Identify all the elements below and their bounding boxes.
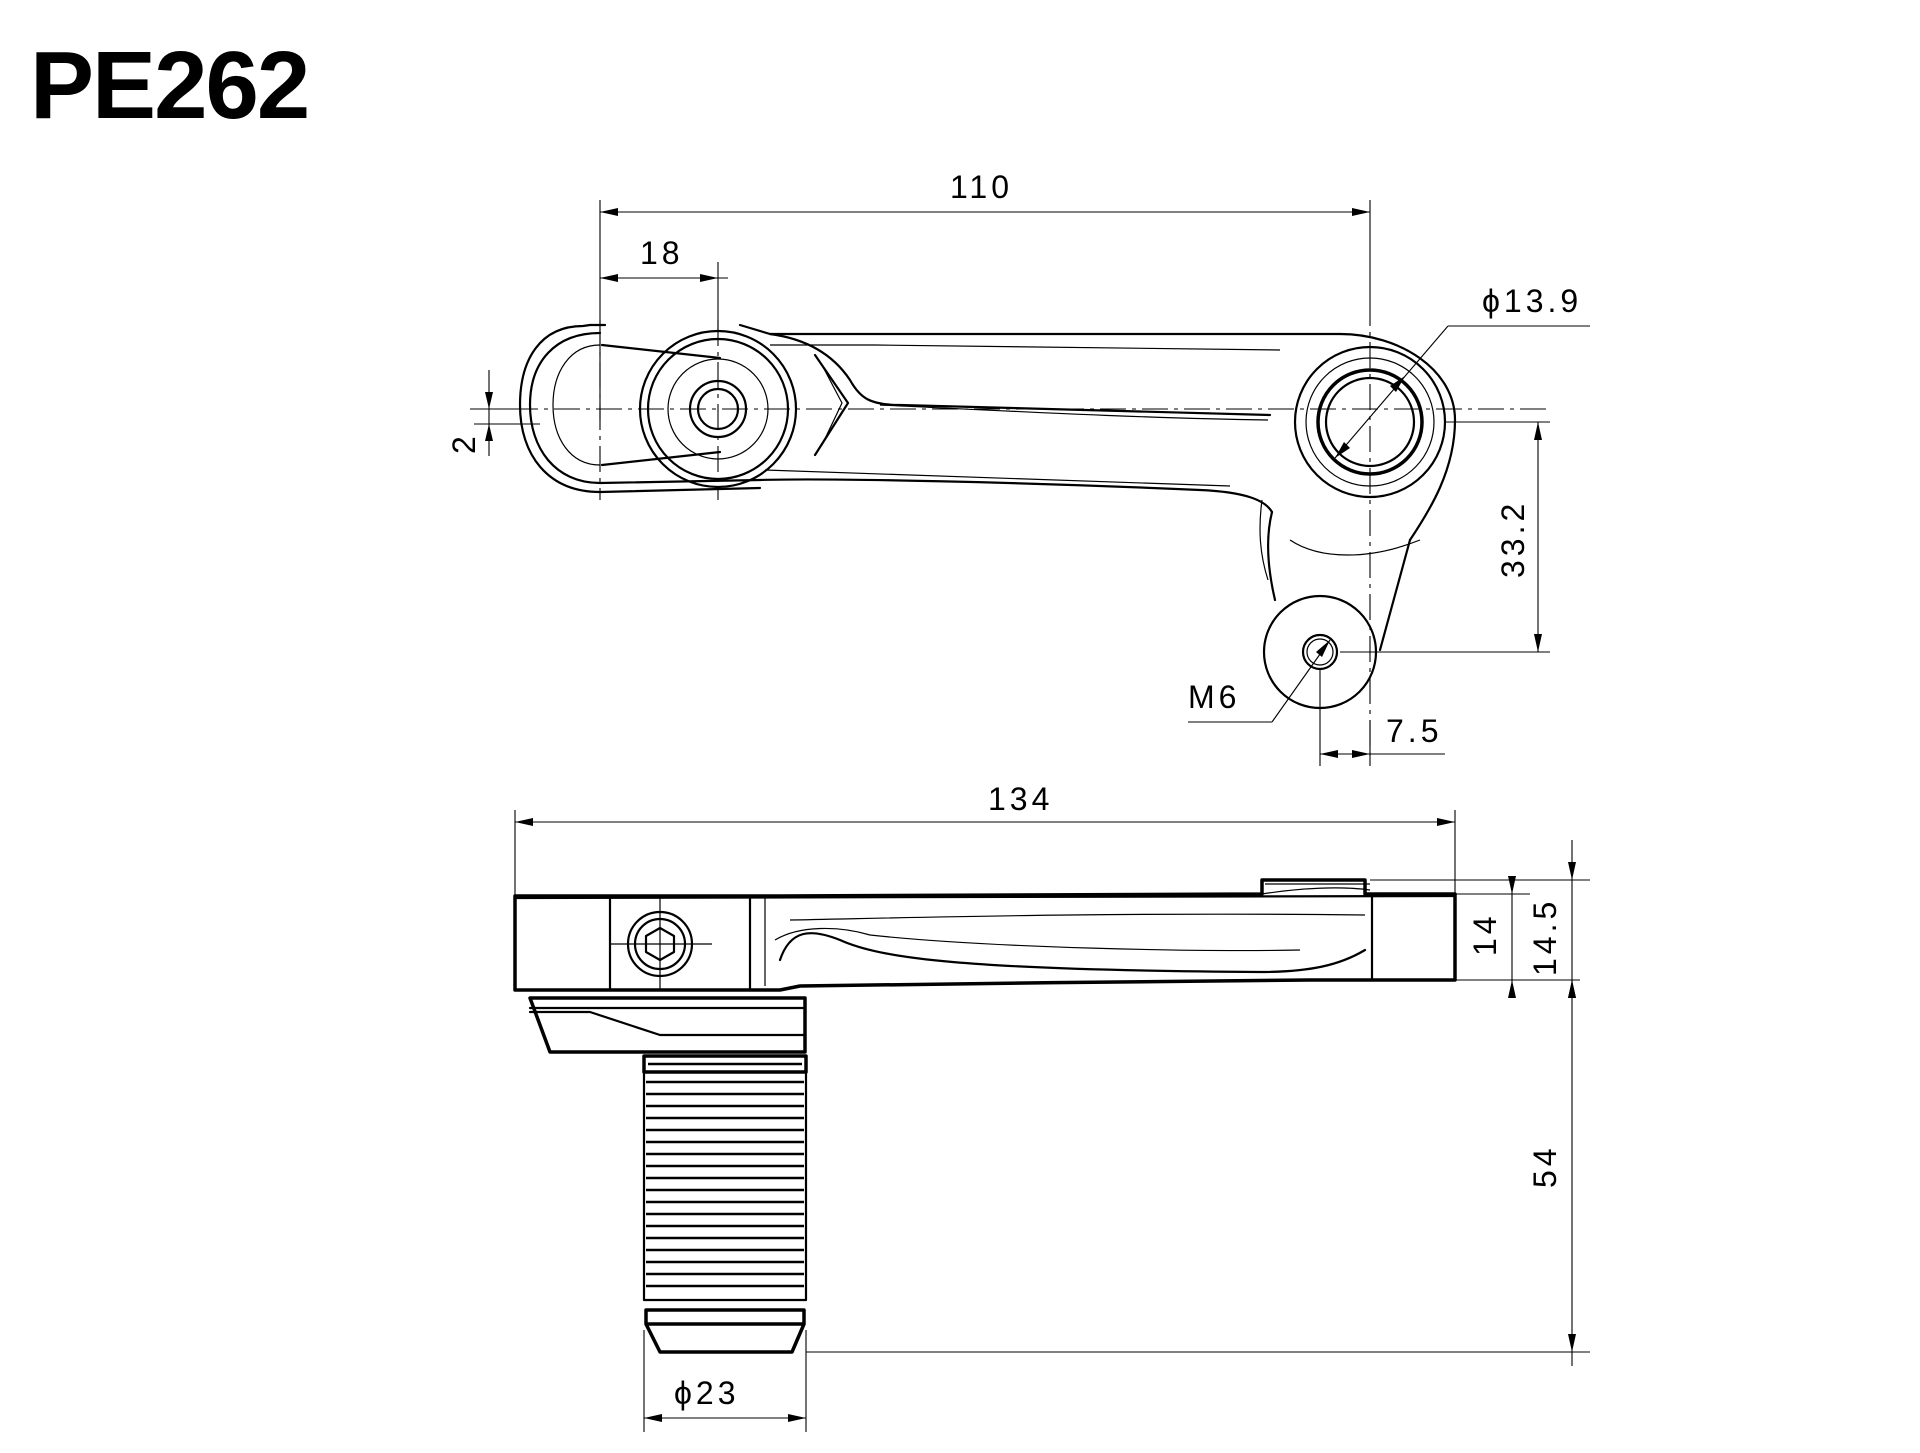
dim-label-14: 14 bbox=[1467, 912, 1503, 956]
dim-peg-diameter bbox=[643, 1330, 807, 1432]
dim-18 bbox=[600, 262, 728, 330]
dim-label-peg-diameter: ϕ23 bbox=[674, 1375, 740, 1411]
dim-label-54: 54 bbox=[1527, 1144, 1563, 1188]
dim-label-2: 2 bbox=[446, 432, 482, 454]
dim-54 bbox=[806, 980, 1590, 1366]
top-view: 110 18 2 ϕ13.9 bbox=[446, 169, 1590, 766]
lever-body-outline bbox=[518, 323, 1457, 652]
side-view: 134 14 14.5 54 bbox=[513, 781, 1590, 1432]
dim-7-5 bbox=[1319, 670, 1445, 766]
dim-label-m6: M6 bbox=[1188, 679, 1240, 715]
dim-33-2 bbox=[1340, 421, 1550, 653]
peg-grip-rings bbox=[646, 1080, 804, 1288]
part-number-title: PE262 bbox=[30, 32, 308, 139]
dim-2 bbox=[474, 370, 540, 456]
dim-label-bore-diameter: ϕ13.9 bbox=[1482, 283, 1582, 319]
dim-bore-diameter bbox=[1334, 325, 1590, 459]
dim-134 bbox=[514, 810, 1456, 900]
dim-m6 bbox=[1188, 639, 1331, 723]
cap-screw bbox=[610, 898, 712, 990]
dim-label-33-2: 33.2 bbox=[1495, 500, 1531, 578]
side-arm-outline bbox=[513, 878, 1457, 992]
dim-label-134: 134 bbox=[988, 781, 1053, 817]
dim-label-18: 18 bbox=[640, 235, 684, 271]
threaded-peg bbox=[642, 1054, 808, 1354]
peg-head bbox=[528, 996, 807, 1054]
dim-110 bbox=[599, 200, 1371, 420]
top-view-centerlines bbox=[470, 300, 1550, 760]
dim-label-110: 110 bbox=[950, 169, 1013, 205]
dim-label-14-5: 14.5 bbox=[1527, 898, 1563, 976]
dim-label-7-5: 7.5 bbox=[1386, 713, 1442, 749]
